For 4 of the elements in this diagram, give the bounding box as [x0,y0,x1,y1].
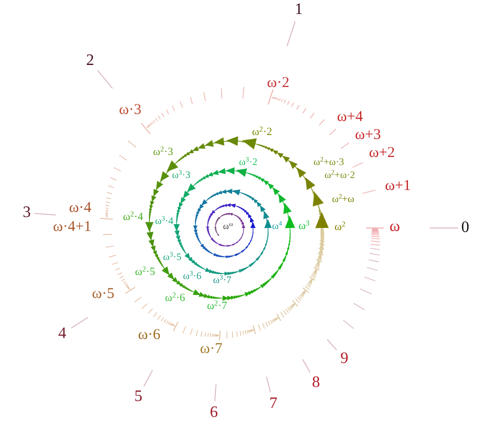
ordinal-label: 1 [294,2,303,18]
ordinal-label: 3 [22,204,31,221]
ordinal-label: 0 [461,220,470,236]
ordinal-label: 6 [210,404,218,421]
